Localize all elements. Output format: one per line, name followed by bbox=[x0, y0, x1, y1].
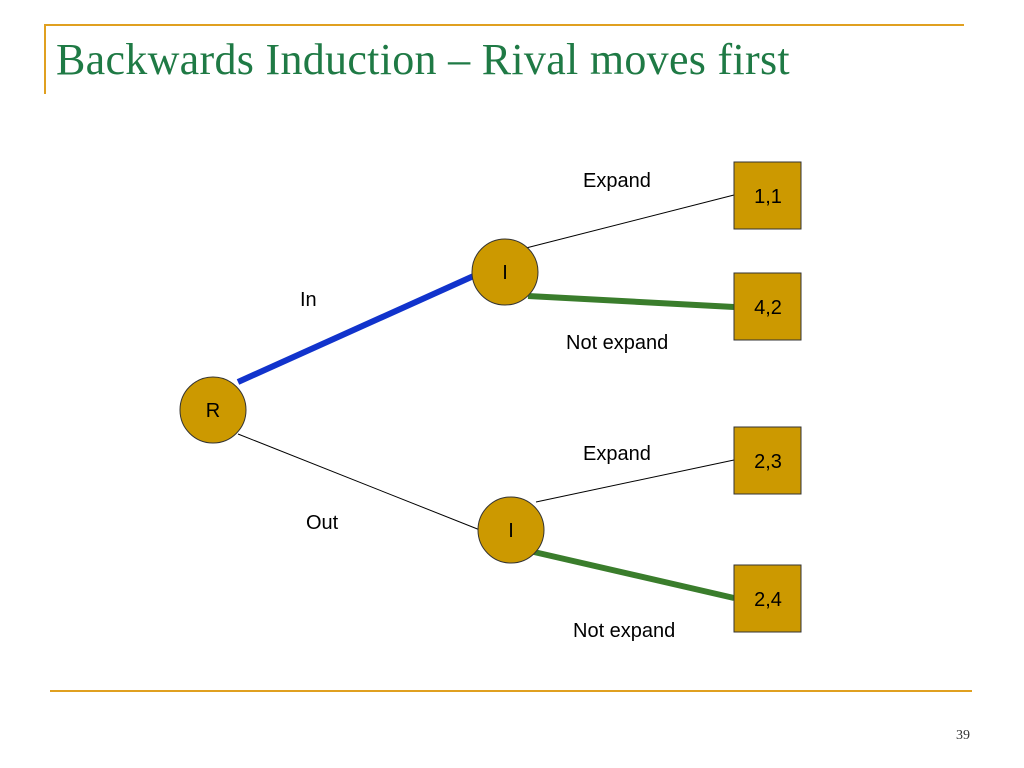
footer-divider bbox=[50, 690, 972, 692]
edge-upper-not-expand bbox=[527, 293, 735, 310]
root-node-label: R bbox=[206, 400, 220, 422]
edge-upper-expand bbox=[525, 194, 735, 249]
label-in: In bbox=[300, 289, 317, 311]
slide-title: Backwards Induction – Rival moves first bbox=[56, 35, 790, 84]
page-number: 39 bbox=[956, 728, 970, 743]
label-upper-expand: Expand bbox=[583, 170, 651, 192]
payoff-upper-expand: 1,1 bbox=[754, 186, 782, 208]
payoff-lower-not-expand: 2,4 bbox=[754, 589, 782, 611]
upper-node-label: I bbox=[502, 262, 508, 284]
label-lower-not-expand: Not expand bbox=[573, 620, 675, 642]
lower-node-label: I bbox=[508, 520, 514, 542]
title-accent-vertical-line bbox=[44, 24, 46, 94]
lower-incumbent-node bbox=[477, 496, 545, 564]
payoff-box-upper-not-expand bbox=[733, 272, 802, 341]
payoff-box-upper-expand bbox=[733, 161, 802, 230]
edge-out bbox=[237, 433, 481, 531]
edge-in bbox=[236, 271, 480, 385]
label-upper-not-expand: Not expand bbox=[566, 332, 668, 354]
title-accent-horizontal-line bbox=[44, 24, 964, 26]
payoff-box-lower-not-expand bbox=[733, 564, 802, 633]
root-node-r bbox=[179, 376, 247, 444]
label-out: Out bbox=[306, 512, 339, 534]
edge-lower-expand bbox=[535, 459, 735, 503]
upper-incumbent-node bbox=[471, 238, 539, 306]
label-lower-expand: Expand bbox=[583, 443, 651, 465]
payoff-lower-expand: 2,3 bbox=[754, 451, 782, 473]
payoff-upper-not-expand: 4,2 bbox=[754, 297, 782, 319]
payoff-box-lower-expand bbox=[733, 426, 802, 495]
edge-lower-not-expand bbox=[533, 549, 735, 601]
